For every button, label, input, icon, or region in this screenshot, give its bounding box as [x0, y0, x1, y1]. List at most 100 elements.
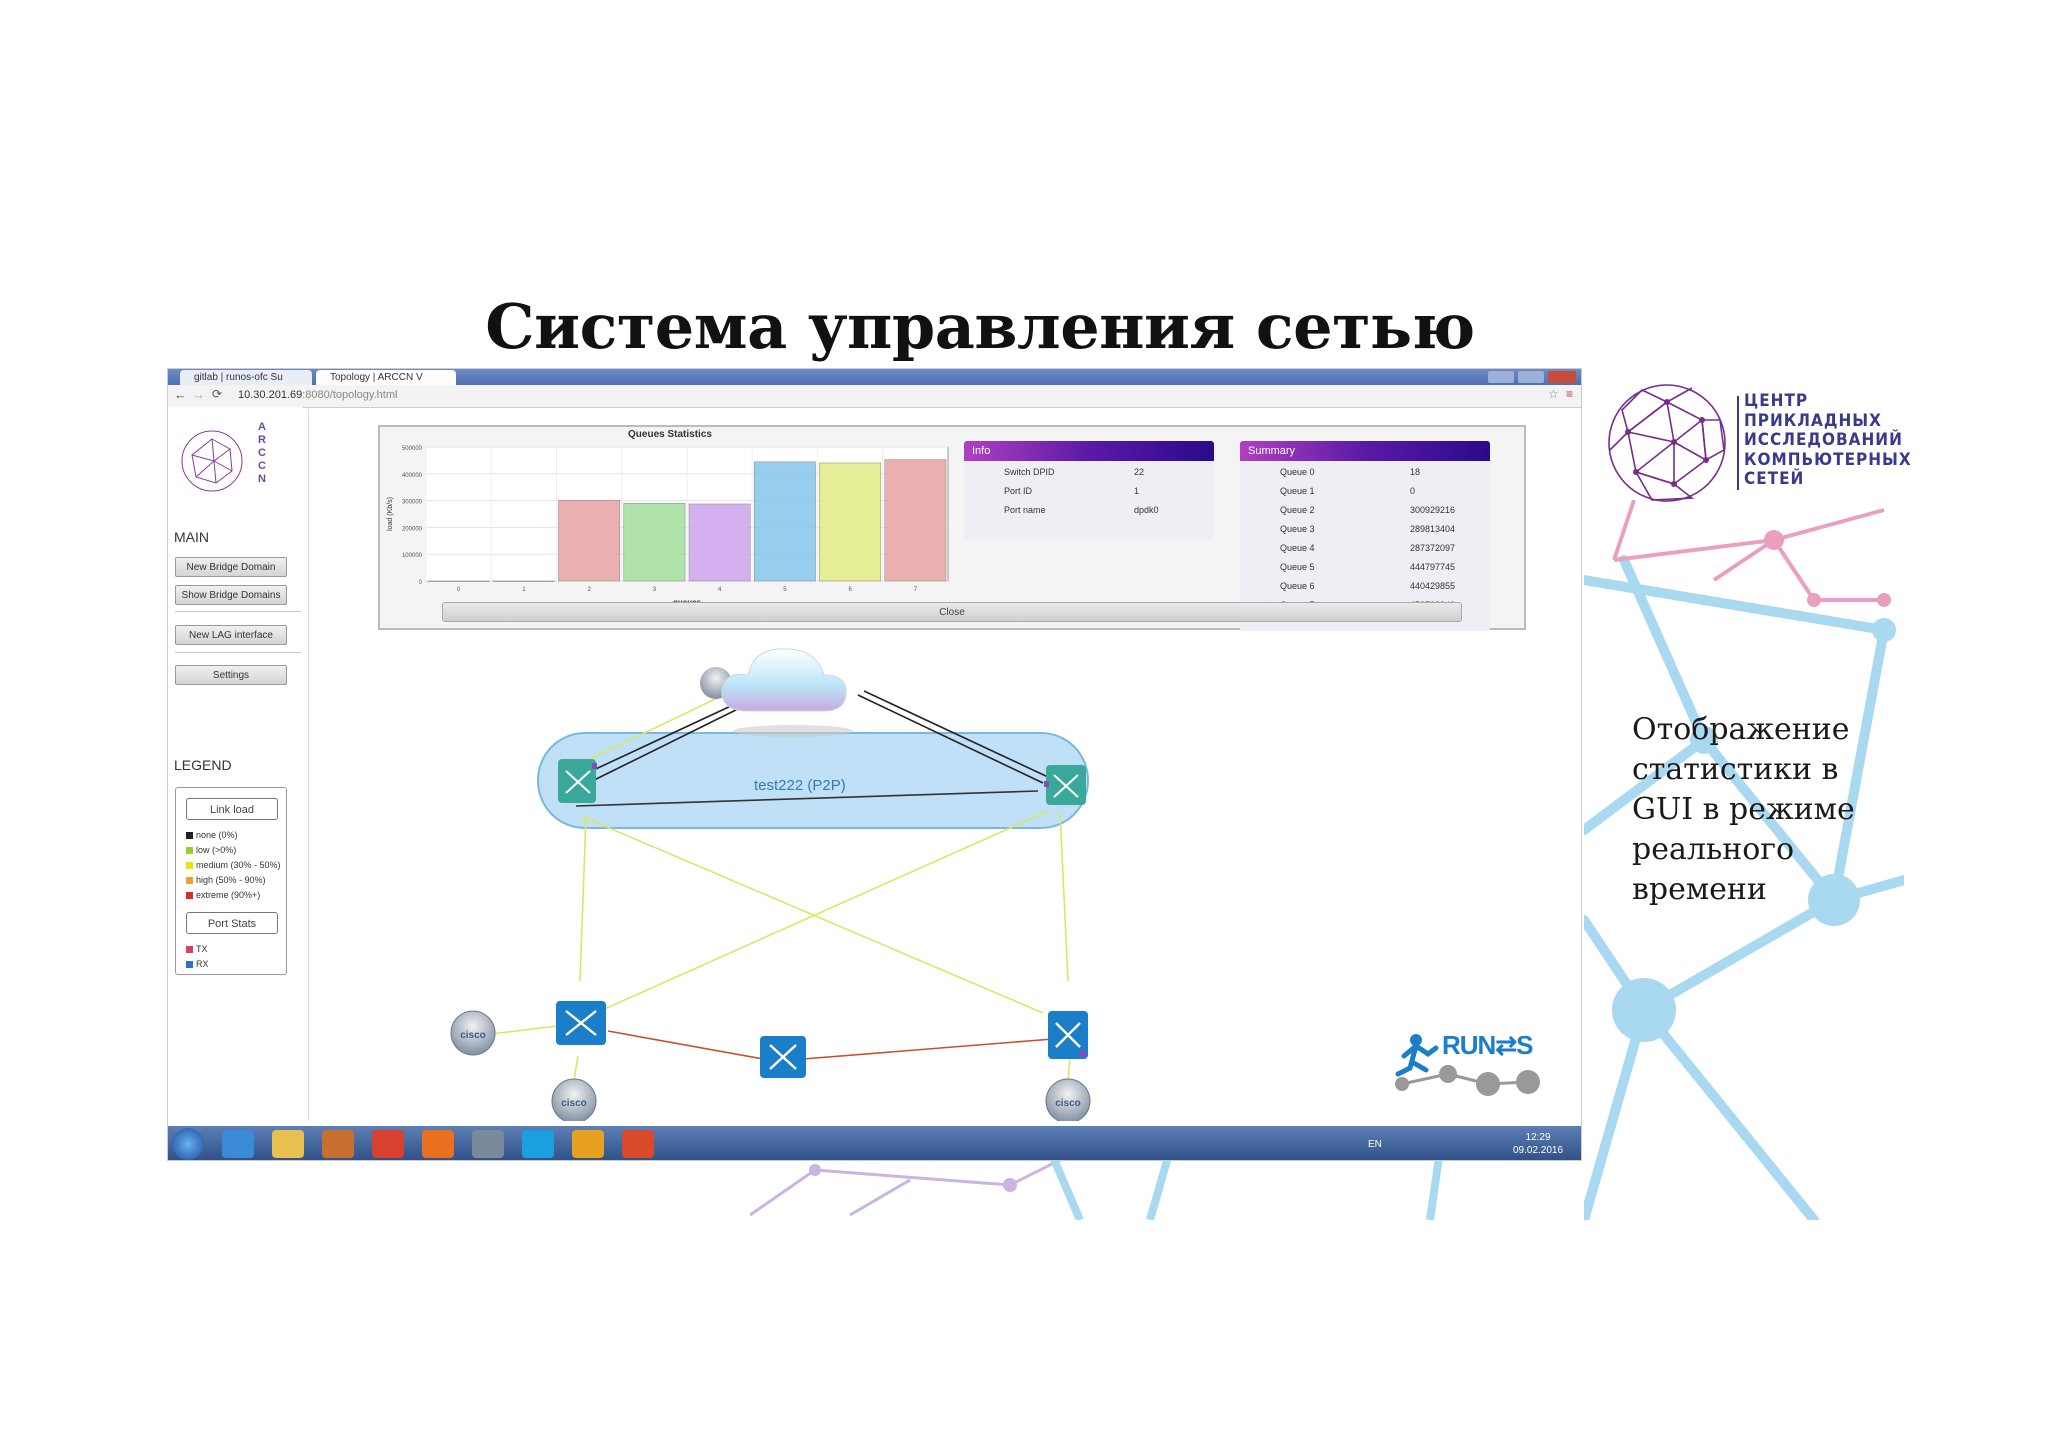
institute-line: ЦЕНТР — [1744, 391, 1809, 411]
outlook-icon[interactable] — [572, 1130, 604, 1158]
link — [1059, 810, 1069, 982]
port-stats-button[interactable]: Port Stats — [186, 912, 278, 934]
link — [573, 1055, 579, 1082]
link — [569, 697, 749, 782]
window-minimize-icon[interactable] — [1488, 371, 1514, 383]
sidebar-divider — [175, 652, 301, 653]
new-lag-interface-button[interactable]: New LAG interface — [175, 625, 287, 645]
powerpoint-icon[interactable] — [622, 1130, 654, 1158]
bar — [623, 503, 686, 582]
settings-button[interactable]: Settings — [175, 665, 287, 685]
legend-swatch — [186, 832, 193, 840]
x-tick-label: 5 — [783, 587, 787, 593]
media-player-icon[interactable] — [322, 1130, 354, 1158]
browser-screenshot: gitlab | runos-ofc Su Topology | ARCCN V… — [167, 368, 1582, 1161]
network-topology: test222 (P2P) — [450, 648, 1091, 1121]
x-tick-label: 7 — [914, 587, 918, 593]
link — [1067, 1055, 1071, 1082]
x-tick-label: 3 — [653, 587, 657, 593]
cisco-host-icon: cisco — [1045, 1078, 1091, 1121]
institute-line: ПРИКЛАДНЫХ — [1744, 410, 1882, 431]
close-button[interactable]: Close — [442, 602, 1462, 622]
runos-logo: RUN⇄S — [1388, 1024, 1558, 1104]
firefox-icon[interactable] — [422, 1130, 454, 1158]
legend-swatch — [186, 946, 193, 954]
x-tick-label: 0 — [457, 587, 461, 593]
summary-row-key: Queue 0 — [1280, 467, 1315, 477]
summary-row-key: Queue 5 — [1280, 562, 1315, 572]
url-path: :8080/topology.html — [302, 389, 398, 401]
legend-swatch — [186, 847, 193, 855]
switch-icon — [760, 1036, 806, 1078]
legend-heading: LEGEND — [174, 757, 232, 773]
svg-text:cisco: cisco — [1055, 1098, 1081, 1109]
legend-item: high (50% - 90%) — [186, 875, 266, 885]
institute-line: СЕТЕЙ — [1744, 469, 1805, 489]
y-tick-label: 200000 — [402, 526, 423, 532]
info-row-key: Port name — [1004, 505, 1046, 515]
show-bridge-domains-button[interactable]: Show Bridge Domains — [175, 585, 287, 605]
skype-icon[interactable] — [522, 1130, 554, 1158]
bridge-domain-label: test222 (P2P) — [754, 777, 846, 794]
cloud-icon — [700, 648, 853, 737]
url-field[interactable]: 10.30.201.69:8080/topology.html — [238, 389, 397, 401]
window-close-icon[interactable] — [1548, 371, 1576, 383]
back-arrow-icon[interactable]: ← — [174, 387, 187, 402]
summary-row-key: Queue 6 — [1280, 581, 1315, 591]
switch-icon — [1048, 1011, 1088, 1059]
info-header: Info — [964, 441, 1214, 461]
ie-icon[interactable] — [222, 1130, 254, 1158]
bar — [427, 580, 490, 582]
legend-box: Link load none (0%) low (>0%) medium (30… — [175, 787, 287, 975]
app-icon[interactable] — [472, 1130, 504, 1158]
info-row-key: Port ID — [1004, 486, 1033, 496]
summary-row-value: 0 — [1410, 486, 1416, 496]
legend-item: RX — [186, 959, 209, 969]
summary-row-key: Queue 2 — [1280, 505, 1315, 515]
bar — [688, 503, 751, 582]
legend-swatch — [186, 877, 193, 885]
browser-address-bar: ← → ⟳ 10.30.201.69:8080/topology.html ☆ … — [168, 385, 1581, 408]
language-indicator[interactable]: EN — [1368, 1139, 1382, 1150]
start-button[interactable] — [172, 1128, 204, 1160]
y-tick-label: 500000 — [402, 446, 423, 452]
new-bridge-domain-button[interactable]: New Bridge Domain — [175, 557, 287, 577]
window-maximize-icon[interactable] — [1518, 371, 1544, 383]
bar — [819, 462, 882, 582]
y-axis-label: load (Kb/s) — [387, 497, 394, 531]
link — [599, 810, 1049, 1012]
queues-bar-chart: 010000020000030000040000050000001234567q… — [387, 446, 949, 607]
legend-item: low (>0%) — [186, 845, 236, 855]
link — [489, 1025, 559, 1035]
legend-swatch — [186, 892, 193, 900]
info-row-value: 1 — [1134, 486, 1140, 496]
main-heading: MAIN — [174, 529, 209, 545]
summary-row-key: Queue 3 — [1280, 524, 1315, 534]
browser-tab[interactable]: gitlab | runos-ofc Su — [180, 370, 312, 385]
runos-logo-text: RUN⇄S — [1442, 1030, 1533, 1060]
link — [564, 692, 729, 772]
explorer-icon[interactable] — [272, 1130, 304, 1158]
bookmark-star-icon[interactable]: ☆ — [1548, 387, 1559, 401]
institute-line: ИССЛЕДОВАНИЙ — [1744, 430, 1903, 450]
switch-icon — [558, 759, 597, 803]
switch-icon — [556, 1001, 606, 1045]
y-tick-label: 100000 — [402, 553, 423, 559]
menu-icon[interactable]: ≡ — [1566, 387, 1574, 401]
switch-icon — [1044, 765, 1086, 805]
bar — [753, 461, 816, 582]
link-load-button[interactable]: Link load — [186, 798, 278, 820]
chrome-icon[interactable] — [372, 1130, 404, 1158]
institute-name: ЦЕНТР ПРИКЛАДНЫХ ИССЛЕДОВАНИЙ КОМПЬЮТЕРН… — [1744, 391, 1912, 490]
reload-icon[interactable]: ⟳ — [212, 387, 223, 401]
y-tick-label: 300000 — [402, 500, 423, 506]
bar — [492, 580, 555, 582]
browser-tab-active[interactable]: Topology | ARCCN V — [316, 370, 456, 385]
forward-arrow-icon[interactable]: → — [192, 387, 205, 402]
